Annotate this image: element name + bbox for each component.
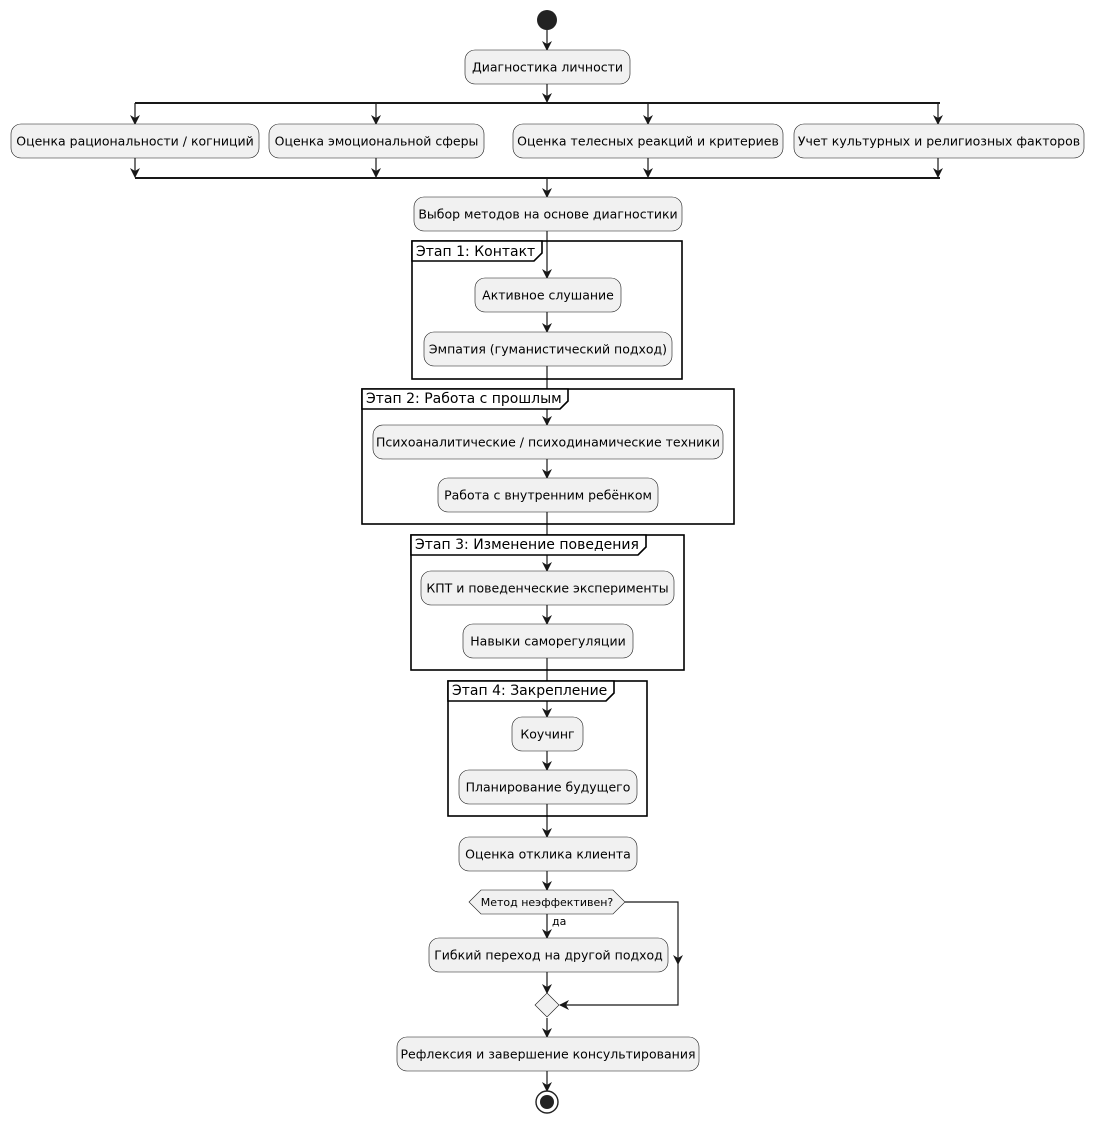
node-select: Выбор методов на основе диагностики <box>413 196 683 232</box>
node-culture: Учет культурных и религиозных факторов <box>793 123 1085 159</box>
frame-stage2-title: Этап 2: Работа с прошлым <box>366 391 562 407</box>
decision-question: Метод неэффективен? <box>481 896 614 909</box>
svg-text:Рефлексия и завершение консуль: Рефлексия и завершение консультирования <box>401 1047 696 1062</box>
start-node <box>537 10 557 30</box>
svg-text:Эмпатия (гуманистический подхо: Эмпатия (гуманистический подход) <box>429 342 667 357</box>
node-ratio: Оценка рациональности / когниций <box>10 123 260 159</box>
frame-stage4-title: Этап 4: Закрепление <box>452 683 607 699</box>
svg-text:Оценка эмоциональной сферы: Оценка эмоциональной сферы <box>275 134 479 149</box>
svg-text:Оценка отклика клиента: Оценка отклика клиента <box>465 847 631 862</box>
node-child: Работа с внутренним ребёнком <box>437 477 659 513</box>
svg-text:Диагностика личности: Диагностика личности <box>472 60 623 75</box>
frame-stage2: Этап 2: Работа с прошлым <box>361 388 735 525</box>
svg-text:Психоаналитические / психодина: Психоаналитические / психодинамические т… <box>376 435 720 450</box>
svg-text:Учет культурных и религиозных: Учет культурных и религиозных факторов <box>798 134 1080 149</box>
node-reflect: Рефлексия и завершение консультирования <box>396 1036 700 1072</box>
svg-text:Гибкий переход на другой подхо: Гибкий переход на другой подход <box>434 948 663 963</box>
node-empathy: Эмпатия (гуманистический подход) <box>423 331 673 367</box>
frame-stage3-title: Этап 3: Изменение поведения <box>415 537 639 553</box>
node-switch: Гибкий переход на другой подход <box>428 937 669 973</box>
node-diag: Диагностика личности <box>464 49 631 85</box>
node-psycho: Психоаналитические / психодинамические т… <box>372 424 724 460</box>
svg-text:Планирование будущего: Планирование будущего <box>466 780 631 795</box>
edges <box>130 30 943 1092</box>
svg-text:Коучинг: Коучинг <box>520 727 574 742</box>
node-coach: Коучинг <box>511 716 584 752</box>
merge-node <box>534 992 560 1018</box>
svg-text:Активное слушание: Активное слушание <box>482 288 614 303</box>
svg-text:Оценка телесных реакций и крит: Оценка телесных реакций и критериев <box>517 134 779 149</box>
frame-stage1: Этап 1: Контакт <box>411 240 683 380</box>
svg-text:Оценка рациональности / когниц: Оценка рациональности / когниций <box>16 134 254 149</box>
node-listen: Активное слушание <box>474 277 622 313</box>
frame-stage3: Этап 3: Изменение поведения <box>410 534 685 671</box>
svg-text:Выбор методов на основе диагно: Выбор методов на основе диагностики <box>418 207 677 222</box>
svg-text:КПТ и поведенческие эксперимен: КПТ и поведенческие эксперименты <box>426 581 668 596</box>
svg-text:Навыки саморегуляции: Навыки саморегуляции <box>470 634 625 649</box>
end-node <box>535 1090 559 1114</box>
node-selfreg: Навыки саморегуляции <box>462 623 634 659</box>
frame-stage4: Этап 4: Закрепление <box>447 680 648 817</box>
node-cbt: КПТ и поведенческие эксперименты <box>420 570 675 606</box>
decision-node: Метод неэффективен? <box>468 889 626 915</box>
node-response: Оценка отклика клиента <box>458 836 638 872</box>
node-future: Планирование будущего <box>458 769 638 805</box>
svg-text:Работа с внутренним ребёнком: Работа с внутренним ребёнком <box>444 488 652 503</box>
frame-stage1-title: Этап 1: Контакт <box>416 244 535 260</box>
node-emo: Оценка эмоциональной сферы <box>268 123 485 159</box>
decision-yes-label: да <box>552 915 566 928</box>
node-body: Оценка телесных реакций и критериев <box>512 123 784 159</box>
